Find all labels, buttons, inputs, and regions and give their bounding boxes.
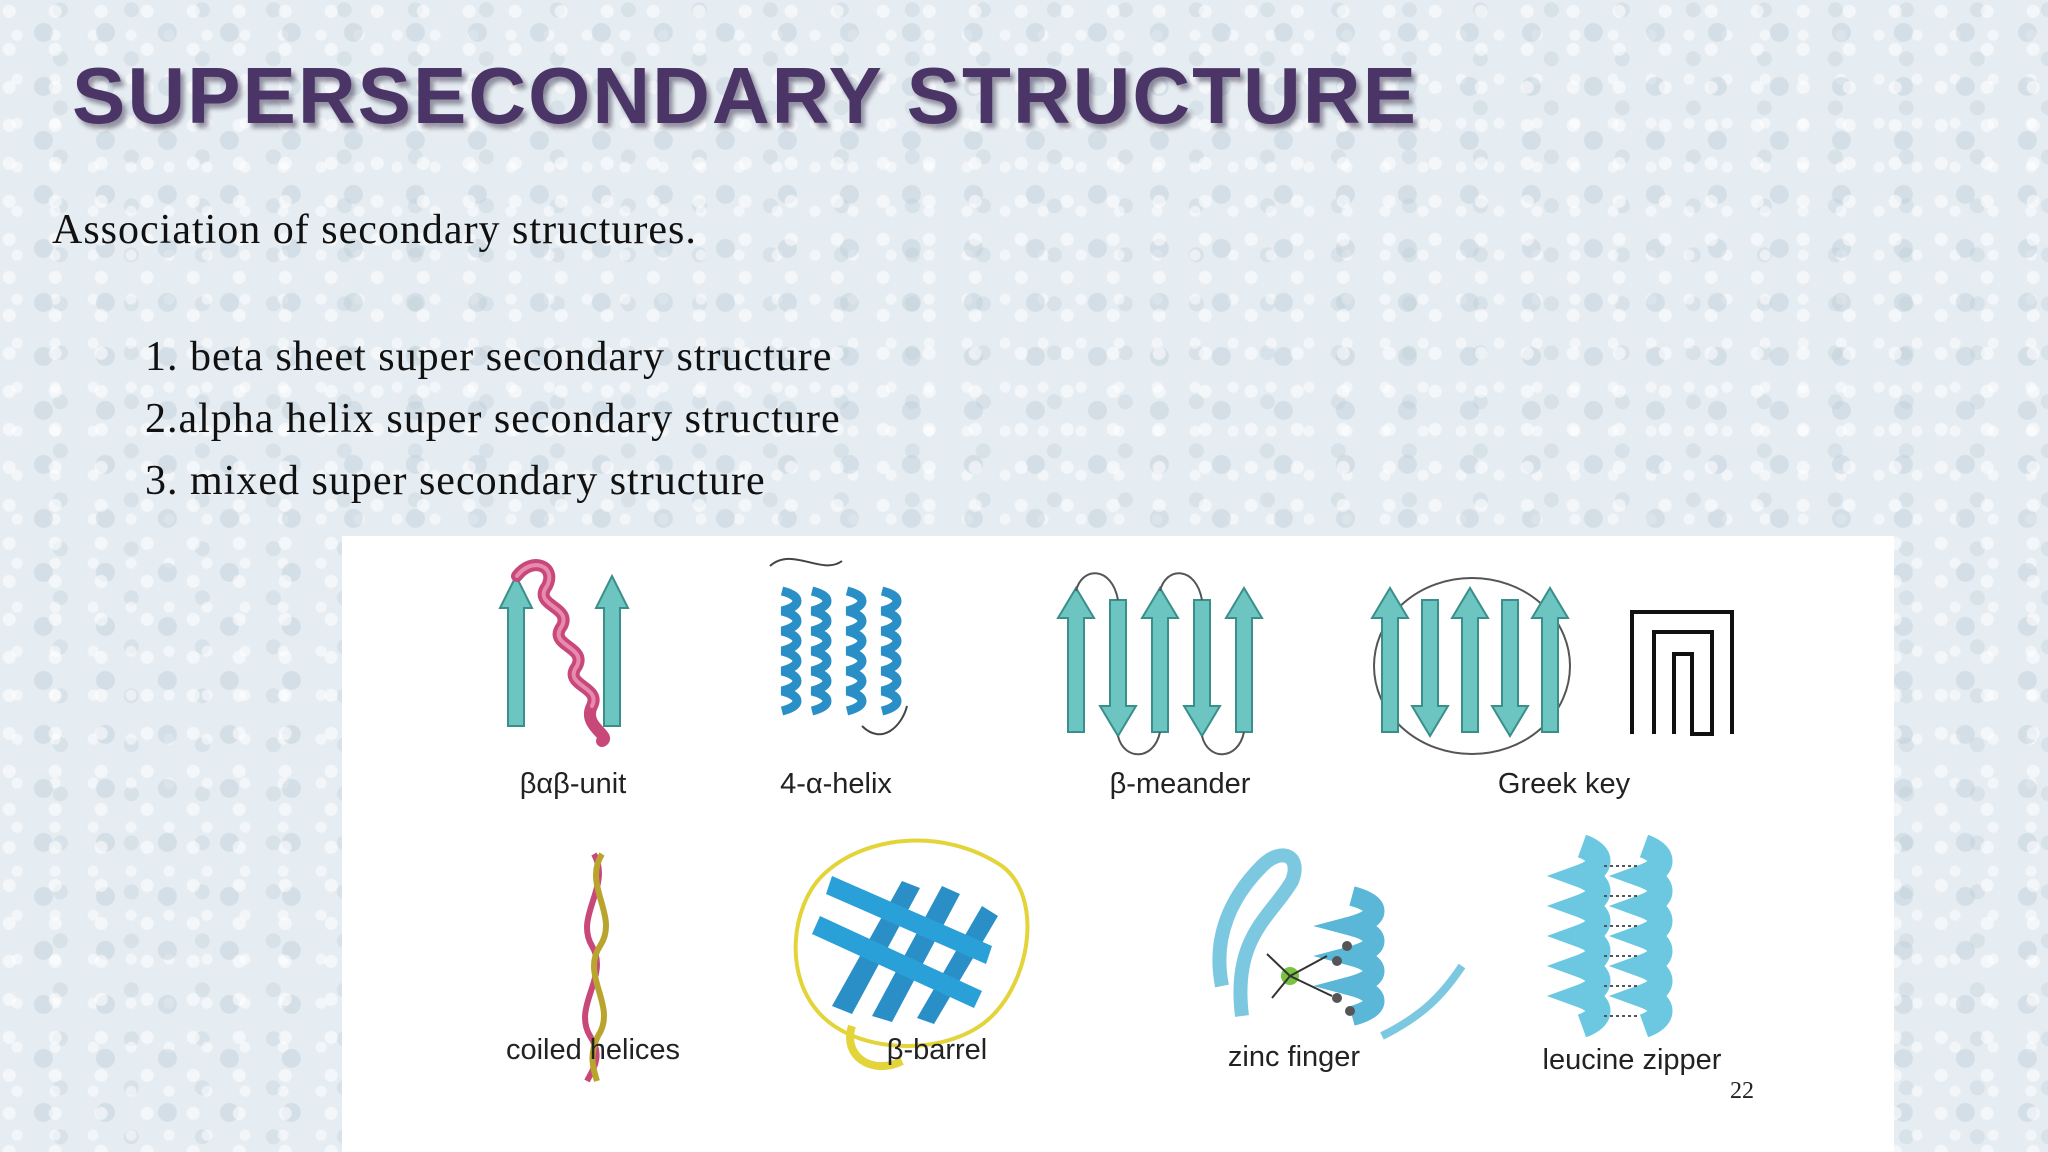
list-item: 2.alpha helix super secondary structure [145,396,841,442]
coiled-helices-illustration [582,852,609,1083]
beta-barrel-illustration [793,838,1030,1070]
page-number: 22 [1730,1078,1754,1104]
bab-unit-illustration [498,559,630,747]
caption-beta-barrel: β-barrel [886,1034,988,1066]
slide-title: SUPERSECONDARY STRUCTURE [72,51,1418,140]
caption-leucine-zipper: leucine zipper [1542,1044,1722,1076]
structures-figure: βαβ-unit 4-α-helix β-meander Greek key c… [342,536,1894,1152]
caption-bab-unit: βαβ-unit [519,768,627,800]
caption-four-alpha-helix: 4-α-helix [780,768,892,800]
intro-text: Association of secondary structures. [52,207,697,253]
list-item: 1. beta sheet super secondary structure [145,334,833,380]
caption-greek-key: Greek key [1497,768,1631,800]
structures-illustration [498,557,1734,1083]
leucine-zipper-illustration [1546,834,1673,1038]
beta-meander-illustration [1056,572,1264,756]
caption-zinc-finger: zinc finger [1227,1041,1361,1073]
list-item: 3. mixed super secondary structure [145,458,766,504]
greek-key-illustration [1370,577,1734,755]
zinc-finger-illustration [1212,848,1466,1040]
caption-beta-meander: β-meander [1109,768,1251,800]
caption-coiled-helices: coiled helices [505,1034,681,1066]
structure-list: 1. beta sheet super secondary structure … [145,326,841,512]
four-alpha-helix-illustration [769,557,908,736]
